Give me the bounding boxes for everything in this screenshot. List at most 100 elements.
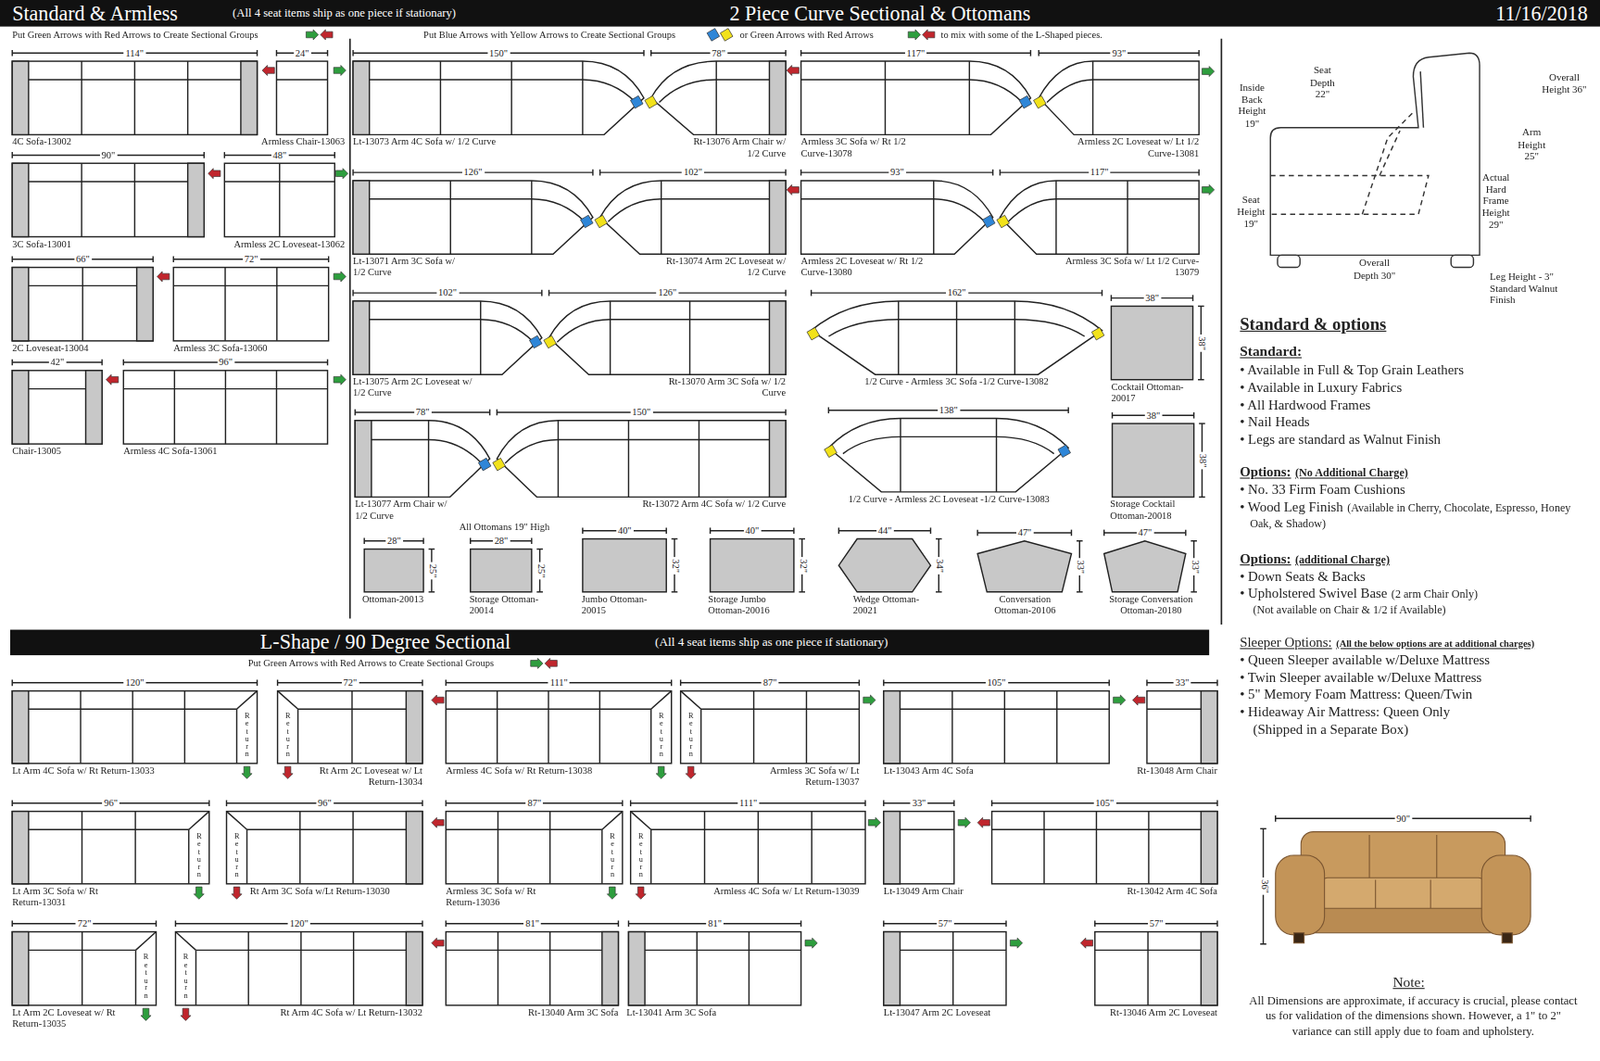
seam [1038,50,1040,57]
seam [696,932,698,1006]
dimension: 44" [876,525,895,537]
return-label: Return [244,712,251,759]
seam [548,289,550,297]
part [1110,305,1193,379]
seam [80,163,82,237]
text-block: • Hideaway Air Mattress: Queen Only [1239,704,1592,720]
part [12,267,153,341]
seam [628,919,630,927]
seam [899,418,901,492]
sofa-arm [1481,855,1531,935]
seam [327,359,328,366]
text-block: Leg Height - 3" Standard Walnut Finish [1489,270,1574,306]
seam [134,61,136,135]
piece-name: Storage Jumbo Ottoman-20016 [707,593,800,617]
seam [352,50,353,57]
text-block: • No. 33 Firm Foam Cushions [1239,481,1592,498]
part [445,811,623,884]
connect-arrow [922,29,935,40]
connect-arrow [1133,694,1146,706]
part [1095,932,1218,1006]
band-heading: L-Shape / 90 Degree Sectional [260,629,511,656]
dimension: 81" [705,918,724,930]
seam [363,537,365,544]
dimension: 96" [101,797,120,809]
dimension: 87" [525,797,543,809]
seam [175,932,196,951]
seam [1146,932,1148,1006]
seam [1146,680,1147,687]
text: • Twin Sleeper available w/Deluxe Mattre… [1239,669,1482,686]
curve-marker [594,214,608,228]
seam [757,811,759,884]
seam [800,919,802,927]
seam [671,591,679,593]
connect-arrow [635,886,646,899]
dimension: 48" [270,149,289,161]
text-block: Standard & options [1239,314,1587,335]
dimension: 81" [523,918,542,930]
seam [277,680,278,687]
piece-name: Lt-13071 Arm 3C Sofa w/ 1/2 Curve [352,255,467,278]
seam [530,537,532,544]
text-block: • Upholstered Swivel Base(2 arm Chair On… [1239,585,1592,602]
piece-name: Armless 2C Loveseat-13062 [203,239,345,251]
seam [131,691,133,764]
text: Leg Height - 3" Standard Walnut Finish [1489,270,1558,305]
connect-arrow [333,271,346,282]
part [352,301,370,375]
part [352,61,370,135]
part [12,61,29,135]
piece-name: Wedge Ottoman-20021 [853,593,925,617]
sofa-arm [1275,855,1325,935]
text-block: Overall Height 36" [1540,71,1588,95]
curve-marker [706,28,720,42]
piece-name: Rt Arm 3C Sofa w/Lt Return-13030 [250,885,424,897]
sofa-leg [1294,932,1305,944]
dimension: 162" [944,287,968,299]
part [86,370,103,444]
text-block: • Available in Full & Top Grain Leathers [1239,362,1592,378]
seam [930,527,932,534]
part [352,180,370,254]
part [137,267,154,341]
seam [276,370,278,444]
text: Actual Hard Frame Height 29" [1482,171,1511,230]
seam [184,691,186,764]
seam [557,420,559,498]
seam [680,680,681,687]
dimension: 25" [426,561,438,580]
dimension: 33" [1173,677,1192,689]
seam [327,255,329,263]
seam [899,828,954,830]
text-block: Note: [1392,974,1454,992]
seam [536,548,543,550]
connect-arrow [1201,184,1214,195]
seam [1147,811,1149,884]
seam [123,359,125,366]
part [883,811,955,884]
seam [1096,811,1097,884]
seam [784,289,786,297]
seam [1094,919,1096,927]
seam [445,949,603,951]
curve-marker [719,28,733,42]
seam [278,163,280,237]
outline [369,319,534,343]
seam [650,50,652,57]
seam [704,811,706,884]
dimension: 96" [216,356,235,368]
seam [445,919,447,927]
seam [80,61,82,135]
part [188,163,205,237]
part [123,370,328,444]
seam [1197,50,1199,57]
part [173,267,328,341]
connect-arrow [333,374,346,385]
seam [1014,301,1016,375]
seam [1190,540,1197,542]
seam [798,538,806,540]
text: • All Hardwood Frames [1239,396,1371,413]
text-block: (Shipped in a Separate Box) [1253,721,1590,738]
text-block: Put Green Arrows with Red Arrows to Crea… [12,29,303,41]
